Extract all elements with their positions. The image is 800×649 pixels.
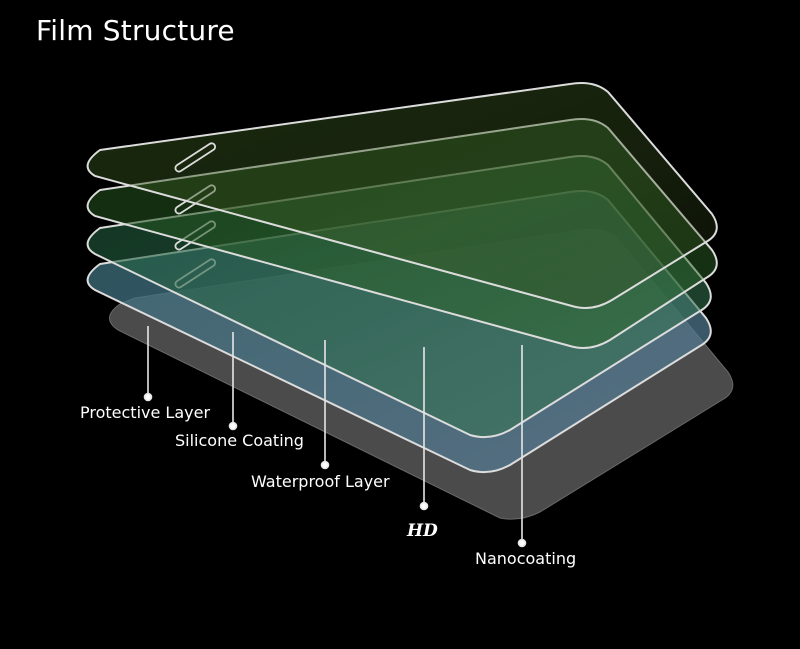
leader-dot-waterproof-layer bbox=[320, 460, 330, 470]
label-hd: HD bbox=[406, 521, 438, 541]
label-protective-layer: Protective Layer bbox=[80, 403, 210, 422]
label-nanocoating: Nanocoating bbox=[475, 549, 576, 568]
label-waterproof-layer: Waterproof Layer bbox=[251, 472, 390, 491]
label-silicone-coating: Silicone Coating bbox=[175, 431, 304, 450]
diagram-title: Film Structure bbox=[36, 14, 235, 47]
leader-dot-hd bbox=[419, 501, 429, 511]
earpiece-slot bbox=[174, 142, 217, 173]
leader-dot-silicone-coating bbox=[228, 421, 238, 431]
film-layer-top bbox=[86, 82, 718, 309]
leader-dot-protective-layer bbox=[143, 392, 153, 402]
leader-dot-nanocoating bbox=[517, 538, 527, 548]
